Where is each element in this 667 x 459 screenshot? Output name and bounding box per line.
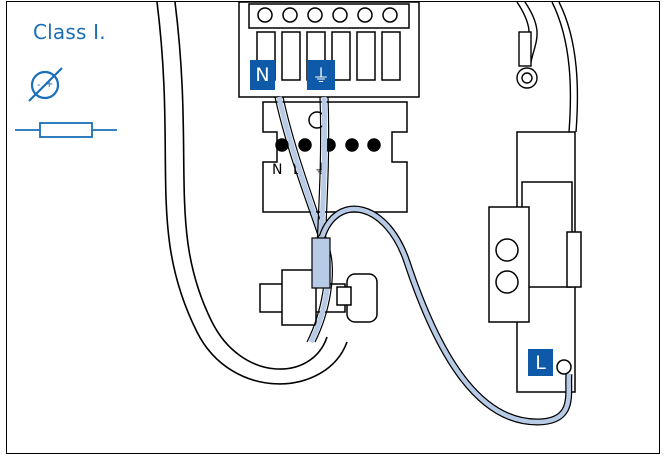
diagram-frame: Class I. - + — [6, 1, 660, 454]
svg-text:+: + — [45, 79, 53, 90]
current-transformer-device — [488, 131, 582, 393]
wire-sleeve — [311, 237, 331, 289]
wiring-diagram: - + — [15, 2, 582, 426]
fuse-icon — [15, 122, 117, 138]
earth-lead — [516, 2, 579, 133]
socket-plate — [262, 101, 408, 213]
legend-class-label: Class I. — [33, 20, 106, 44]
live-wire — [318, 205, 573, 426]
svg-text:-: - — [37, 80, 41, 91]
double-insulation-crossed-icon: - + — [28, 67, 63, 102]
mains-cable — [156, 2, 348, 385]
live-terminal-badge: L — [528, 349, 553, 376]
neutral-terminal-badge: N — [250, 60, 275, 90]
earth-terminal-badge: ⏚ — [307, 60, 335, 90]
socket-mark-neutral: N — [272, 162, 282, 178]
